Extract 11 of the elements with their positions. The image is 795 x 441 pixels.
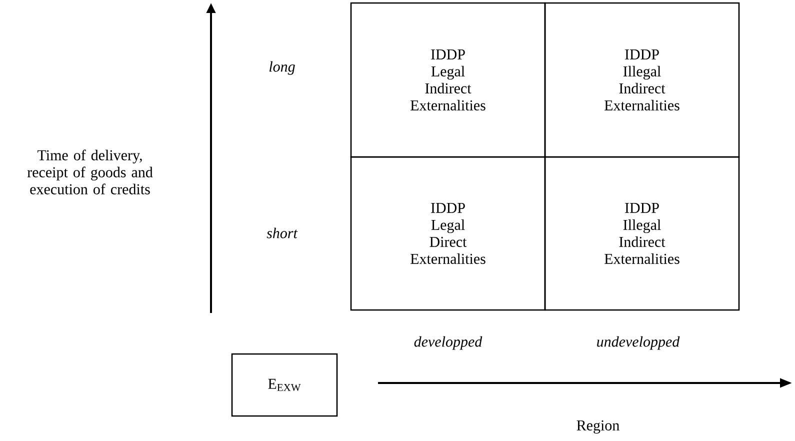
label-box: E$_{EXW}$ (231, 353, 338, 417)
axis-value: developped (414, 336, 482, 350)
matrix-cell: IDDP Illegal Indirect Externalities (544, 2, 740, 158)
axis-value: short (266, 228, 298, 238)
axis-value: undevelopped (597, 336, 680, 350)
matrix-cell: IDDP Legal Indirect Externalities (350, 2, 546, 158)
matrix-cell: IDDP Legal Direct Externalities (350, 156, 546, 311)
axis-label: Time of delivery, receipt of goods and execution of credits (27, 150, 153, 194)
matrix-cell: IDDP Illegal Indirect Externalities (544, 156, 740, 311)
axis-value: long (269, 61, 295, 75)
axis-label: Region (576, 420, 620, 434)
